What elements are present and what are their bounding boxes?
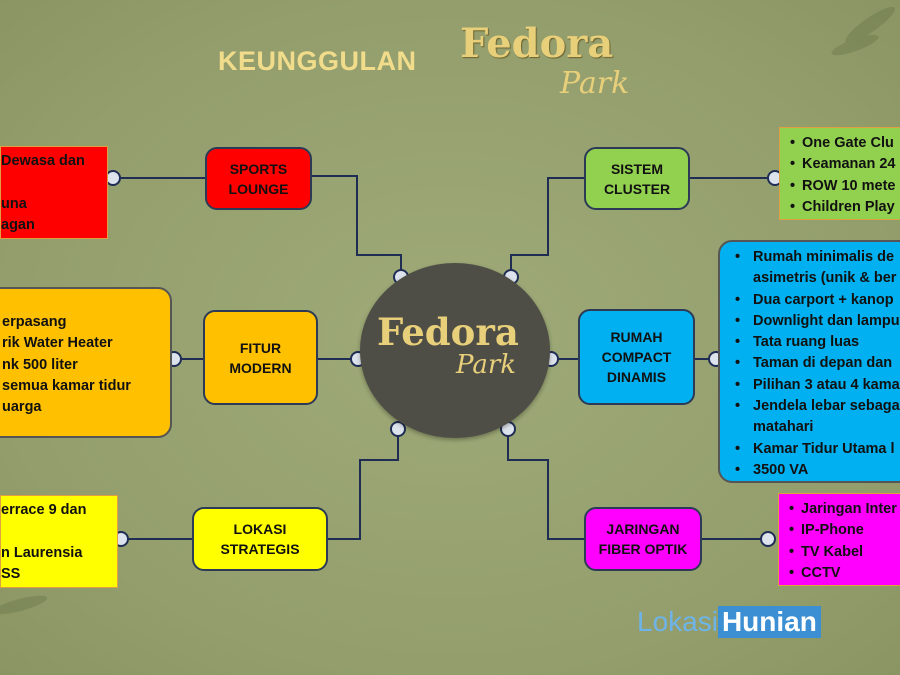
node-label: STRATEGIS [220,541,300,557]
page-title: KEUNGGULAN [218,46,417,76]
detail-line: Tata ruang luas [735,332,900,354]
detail-line: TV Kabel [789,542,900,564]
watermark: Lokasi Hunian [637,606,821,638]
node-sistem-cluster: SISTEM CLUSTER [584,147,690,210]
hub-logo-name: Fedora [377,310,519,354]
detail-line: IP-Phone [789,520,900,542]
detail-line [1,172,107,193]
node-label: MODERN [229,359,292,376]
detail-fitur: erpasang rik Water Heater nk 500 liter s… [0,287,172,438]
detail-line: rik Water Heater [2,335,113,352]
detail-line: CCTV [789,563,900,585]
detail-line: Children Play [790,197,900,219]
leaf-decoration [0,6,895,615]
detail-line: erpasang [2,314,67,330]
node-label: FITUR [239,339,282,356]
hub-circle [360,263,550,438]
node-label: SPORTS [229,160,288,177]
detail-line: 3500 VA [735,460,900,481]
detail-line: n Laurensia [1,544,83,561]
node-lokasi-strategis: LOKASI STRATEGIS [192,507,328,571]
node-label: LOKASI [233,521,287,537]
node-rumah-compact-dinamis: RUMAH COMPACT DINAMIS [578,309,695,405]
detail-line: agan [1,216,35,233]
detail-line: Dewasa dan [1,153,85,169]
detail-line: SS [1,565,21,582]
detail-line: Jendela lebar sebaga [735,396,900,418]
detail-line: Downlight dan lampu [735,311,900,333]
detail-line: semua kamar tidur [2,377,131,394]
node-label: SISTEM [610,160,664,177]
detail-line: matahari [753,419,814,436]
detail-line: Kamar Tidur Utama l [735,439,900,461]
node-label: CLUSTER [603,180,671,197]
detail-jaringan: Jaringan Inter IP-Phone TV Kabel CCTV [778,493,900,586]
detail-line: ROW 10 mete [790,176,900,198]
detail-line: Pilihan 3 atau 4 kama [735,375,900,397]
detail-line: una [1,195,27,212]
detail-line: Rumah minimalis de [735,247,900,269]
detail-line: uarga [2,399,42,416]
watermark-part2: Hunian [717,606,821,638]
hub-logo-sub: Park [456,350,517,380]
detail-sports: Dewasa dan una agan [0,146,108,239]
watermark-part1: Lokasi [637,606,718,637]
connector-dot [105,170,121,186]
detail-line: Taman di depan dan [735,353,900,375]
logo-sub: Park [560,66,630,101]
node-label: JARINGAN [606,521,680,537]
node-fitur-modern: FITUR MODERN [203,310,318,405]
node-label: COMPACT [601,349,672,365]
detail-line: Dua carport + kanop [735,290,900,312]
logo-name: Fedora [460,20,614,67]
detail-sistem: One Gate Clu Keamanan 24 ROW 10 mete Chi… [779,127,900,220]
detail-line: nk 500 liter [2,356,78,373]
node-sports-lounge: SPORTS LOUNGE [205,147,312,210]
detail-line: Keamanan 24 [790,154,900,176]
node-label: RUMAH [610,329,663,345]
node-label: DINAMIS [606,369,667,385]
node-label: LOUNGE [228,180,289,197]
node-label: FIBER OPTIK [598,541,688,557]
detail-line [1,521,117,542]
detail-lokasi: errace 9 dan n Laurensia SS [0,495,118,588]
detail-line: One Gate Clu [790,133,900,155]
node-jaringan-fiber-optik: JARINGAN FIBER OPTIK [584,507,702,571]
detail-line: asimetris (unik & ber [753,270,897,287]
detail-rumah: Rumah minimalis de asimetris (unik & ber… [718,240,900,483]
detail-line: errace 9 dan [1,502,87,518]
detail-line: Jaringan Inter [789,499,900,521]
